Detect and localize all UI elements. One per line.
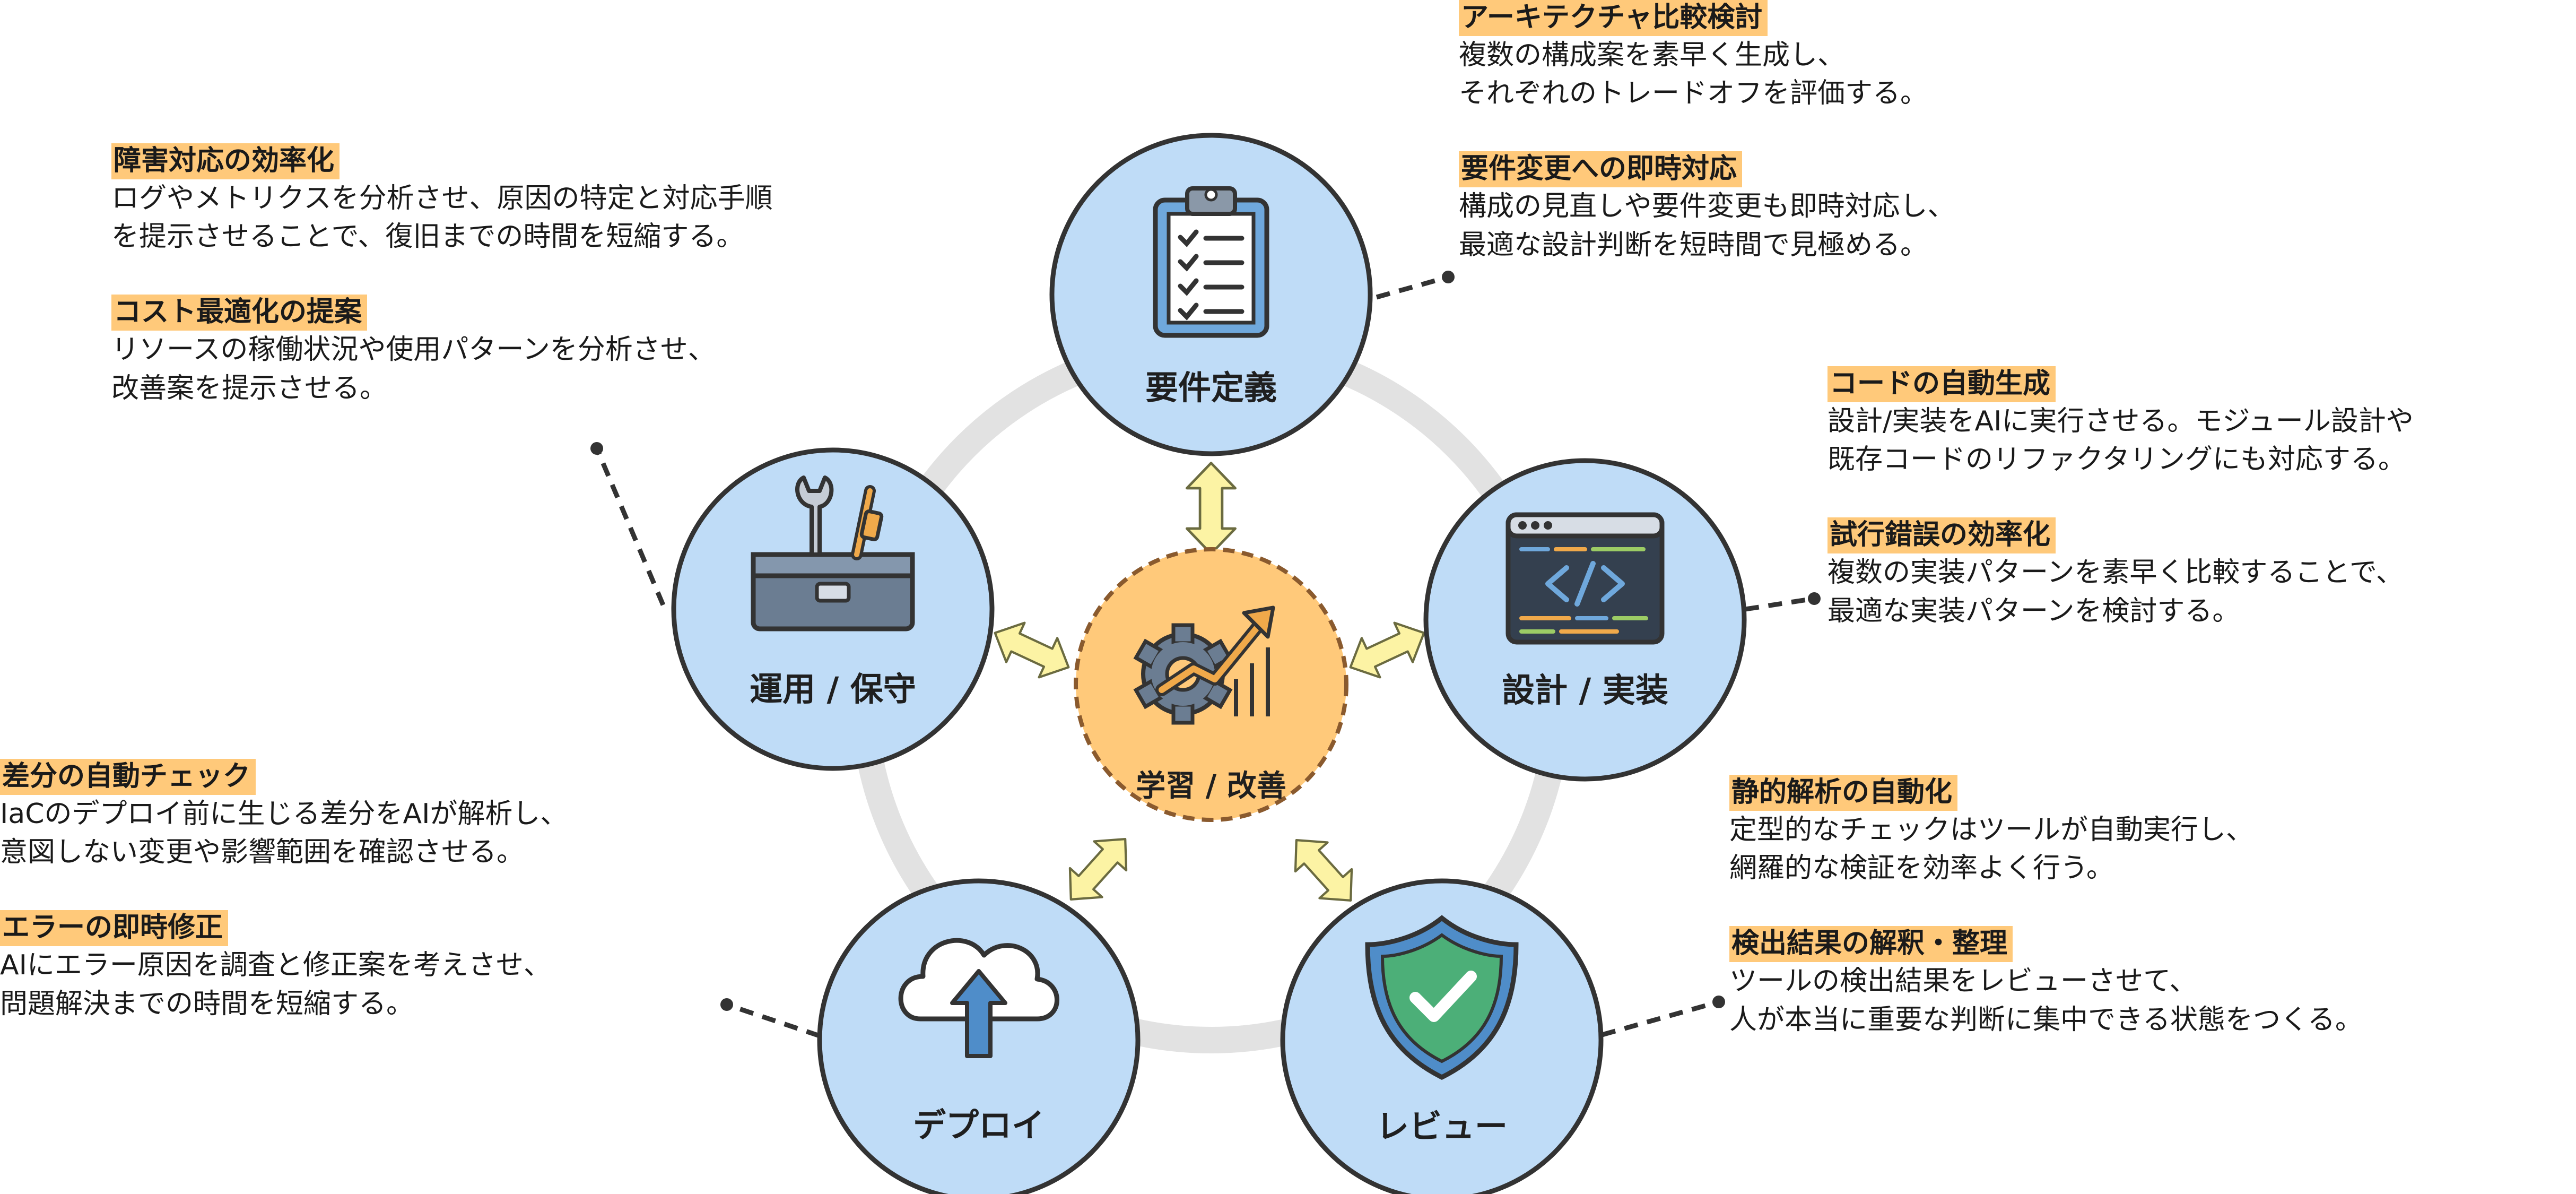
node-review[interactable]: レビュー [1280,878,1604,1194]
annotation-line: 最適な実装パターンを検討する。 [1827,595,2240,627]
annotation-line: IaCのデプロイ前に生じる差分をAIが解析し、 [0,798,568,830]
connector-deploy [726,1002,821,1039]
annotations-operations: 障害対応の効率化 ログやメトリクスを分析させ、原因の特定と対応手順 を提示させる… [111,143,772,408]
node-label-design: 設計 / 実装 [1502,671,1668,710]
annotation-line: 複数の構成案を素早く生成し、 [1459,39,1846,71]
annotation-title: アーキテクチャ比較検討 [1459,0,1768,36]
annotation-diff-check: 差分の自動チェック IaCのデプロイ前に生じる差分をAIが解析し、 意図しない変… [0,759,568,872]
annotation-line: それぞれのトレードオフを評価する。 [1459,77,1928,110]
node-operations[interactable]: 運用 / 保守 [671,447,995,771]
annotation-line: 複数の実装パターンを素早く比較することで、 [1827,556,2404,589]
annotations-deploy: 差分の自動チェック IaCのデプロイ前に生じる差分をAIが解析し、 意図しない変… [0,759,568,1023]
connector-requirements [1376,274,1449,300]
clipboard-checklist-icon [1153,186,1269,338]
annotation-line: AIにエラー原因を調査と修正案を考えさせ、 [0,949,551,981]
connector-operations [594,447,666,606]
annotation-title: 差分の自動チェック [0,759,256,795]
gear-growth-chart-icon [1133,605,1275,725]
arrow-design-center [1341,613,1433,687]
code-window-icon [1505,512,1665,645]
annotation-requirement-change: 要件変更への即時対応 構成の見直しや要件変更も即時対応し、 最適な設計判断を短時… [1459,151,1955,264]
connector-dot-review [1712,996,1725,1008]
annotation-title: コスト最適化の提案 [111,295,368,331]
connector-dot-requirements [1442,271,1455,283]
annotation-cost-optimization: コスト最適化の提案 リソースの稼働状況や使用パターンを分析させ、 改善案を提示さ… [111,295,772,408]
annotation-line: 定型的なチェックはツールが自動実行し、 [1729,814,2254,846]
node-label-requirements: 要件定義 [1145,368,1277,407]
annotation-line: ツールの検出結果をレビューさせて、 [1729,965,2197,997]
annotation-line: 最適な設計判断を短時間で見極める。 [1459,229,1928,261]
connector-review [1601,999,1720,1037]
shield-check-icon [1365,915,1519,1080]
annotation-error-fix: エラーの即時修正 AIにエラー原因を調査と修正案を考えさせ、 問題解決までの時間… [0,910,568,1023]
annotation-line: を提示させることで、復旧までの時間を短縮する。 [111,221,744,253]
annotation-result-interpretation: 検出結果の解釈・整理 ツールの検出結果をレビューさせて、 人が本当に重要な判断に… [1729,926,2363,1039]
annotation-line: 構成の見直しや要件変更も即時対応し、 [1459,190,1955,222]
connector-dot-operations [590,442,603,455]
cloud-upload-icon [898,938,1059,1058]
annotation-title: 試行錯誤の効率化 [1827,517,2056,553]
annotation-title: 静的解析の自動化 [1729,775,1958,811]
arrow-deploy-center [1055,825,1141,914]
annotation-trial-efficiency: 試行錯誤の効率化 複数の実装パターンを素早く比較することで、 最適な実装パターン… [1827,517,2414,630]
annotation-line: リソースの稼働状況や使用パターンを分析させ、 [111,333,716,366]
arrow-requirements-center [1187,463,1235,554]
annotation-line: 設計/実装をAIに実行させる。モジュール設計や [1827,405,2414,437]
connector-design [1745,596,1815,612]
node-center[interactable]: 学習 / 改善 [1074,547,1348,822]
annotation-line: 人が本当に重要な判断に集中できる状態をつくる。 [1729,1003,2363,1036]
node-label-operations: 運用 / 保守 [750,670,916,708]
arrow-operations-center [986,613,1077,687]
annotation-line: 改善案を提示させる。 [111,372,388,404]
annotations-review: 静的解析の自動化 定型的なチェックはツールが自動実行し、 網羅的な検証を効率よく… [1729,775,2363,1039]
node-design[interactable]: 設計 / 実装 [1423,458,1747,782]
annotation-title: コードの自動生成 [1827,366,2056,402]
arrow-review-center [1280,826,1367,915]
annotation-architecture-comparison: アーキテクチャ比較検討 複数の構成案を素早く生成し、 それぞれのトレードオフを評… [1459,0,1955,113]
annotation-title: 障害対応の効率化 [111,143,340,179]
connector-dot-deploy [720,998,733,1011]
annotation-title: 検出結果の解釈・整理 [1729,926,2013,962]
node-label-center: 学習 / 改善 [1136,769,1286,803]
annotation-title: 要件変更への即時対応 [1459,151,1743,187]
annotation-line: 既存コードのリファクタリングにも対応する。 [1827,444,2406,476]
annotations-design: コードの自動生成 設計/実装をAIに実行させる。モジュール設計や 既存コードのリ… [1827,366,2414,630]
annotation-code-generation: コードの自動生成 設計/実装をAIに実行させる。モジュール設計や 既存コードのリ… [1827,366,2414,479]
annotation-title: エラーの即時修正 [0,910,229,946]
annotation-line: 問題解決までの時間を短縮する。 [0,988,414,1020]
connector-lines [594,274,1815,1039]
annotation-static-analysis: 静的解析の自動化 定型的なチェックはツールが自動実行し、 網羅的な検証を効率よく… [1729,775,2363,888]
annotation-line: 網羅的な検証を効率よく行う。 [1729,852,2114,885]
annotation-incident-response: 障害対応の効率化 ログやメトリクスを分析させ、原因の特定と対応手順 を提示させる… [111,143,772,256]
connector-dot-design [1808,592,1821,605]
annotation-line: ログやメトリクスを分析させ、原因の特定と対応手順 [111,182,773,214]
annotations-requirements: アーキテクチャ比較検討 複数の構成案を素早く生成し、 それぞれのトレードオフを評… [1459,0,1955,264]
annotation-line: 意図しない変更や影響範囲を確認させる。 [0,836,525,869]
connector-dots [590,271,1821,1011]
node-requirements[interactable]: 要件定義 [1049,133,1373,456]
node-label-deploy: デプロイ [913,1106,1045,1145]
toolbox-icon [751,475,915,631]
node-deploy[interactable]: デプロイ [817,878,1141,1194]
node-label-review: レビュー [1376,1107,1508,1146]
